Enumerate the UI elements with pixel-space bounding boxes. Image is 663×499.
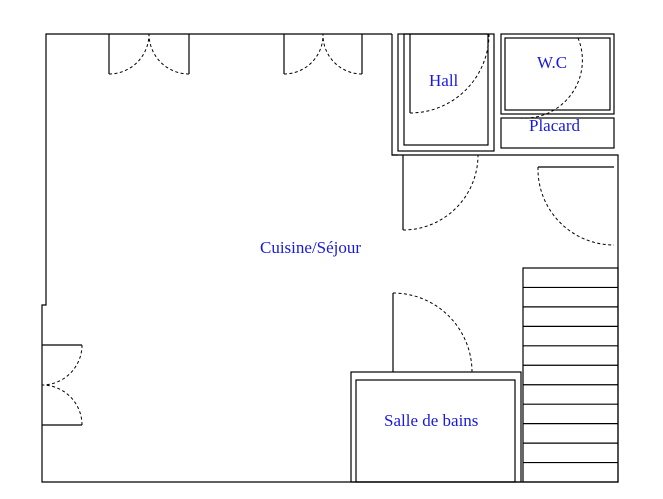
top-left-double-door[interactable]: [108, 33, 190, 75]
top-right-double-door[interactable]: [283, 33, 363, 75]
label-hall: Hall: [429, 71, 459, 90]
label-cuisine-sejour: Cuisine/Séjour: [260, 238, 361, 257]
hall-room: [397, 33, 495, 152]
stair-side-door[interactable]: [537, 166, 615, 246]
label-placard: Placard: [529, 116, 580, 135]
staircase-outline: [522, 267, 619, 483]
wc-inner-wall: [504, 37, 611, 111]
exterior-wall: [41, 33, 619, 483]
left-wall-double-door[interactable]: [41, 344, 83, 426]
corridor-door[interactable]: [402, 154, 479, 231]
hall-door[interactable]: [409, 33, 490, 114]
hall-inner-wall: [403, 33, 489, 146]
bathroom-door[interactable]: [392, 292, 473, 373]
label-wc: W.C: [537, 53, 567, 72]
wc-door[interactable]: [519, 37, 583, 119]
label-salle-de-bains: Salle de bains: [384, 411, 478, 430]
placard-room: [500, 117, 615, 149]
staircase-steps: [523, 286, 618, 464]
bathroom-inner-wall: [355, 379, 516, 483]
wc-room: [500, 33, 615, 115]
